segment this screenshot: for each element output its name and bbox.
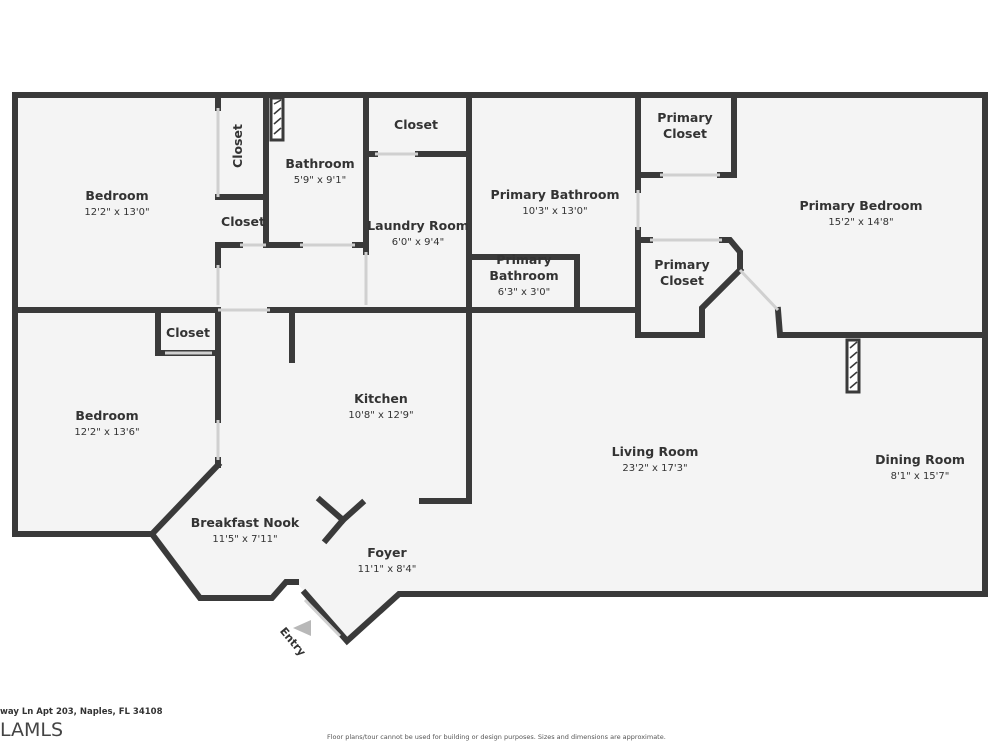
room-name: Closet bbox=[221, 214, 265, 229]
room-name: Closet bbox=[166, 325, 210, 340]
room-name: Foyer bbox=[367, 545, 407, 560]
room-name: Closet bbox=[394, 117, 438, 132]
room-name: Primary bbox=[496, 252, 551, 267]
room-name: Laundry Room bbox=[367, 218, 469, 233]
room-dining: Dining Room 8'1" x 15'7" bbox=[875, 452, 965, 482]
room-name: Living Room bbox=[612, 444, 699, 459]
room-dimensions: 10'3" x 13'0" bbox=[522, 206, 587, 217]
room-kitchen: Kitchen 10'8" x 12'9" bbox=[348, 391, 413, 421]
room-closet-top: Closet bbox=[394, 117, 438, 132]
room-name: Primary bbox=[657, 110, 712, 125]
room-dimensions: 11'5" x 7'11" bbox=[212, 534, 277, 545]
room-dimensions: 6'0" x 9'4" bbox=[392, 237, 444, 248]
room-dimensions: 12'2" x 13'6" bbox=[74, 427, 139, 438]
structural-columns bbox=[269, 96, 861, 394]
room-name: Closet bbox=[230, 124, 245, 168]
disclaimer-text: Floor plans/tour cannot be used for buil… bbox=[327, 733, 666, 741]
room-name: Dining Room bbox=[875, 452, 965, 467]
room-breakfast: Breakfast Nook 11'5" x 7'11" bbox=[191, 515, 300, 545]
address-text: way Ln Apt 203, Naples, FL 34108 bbox=[0, 707, 163, 717]
room-dimensions: 8'1" x 15'7" bbox=[891, 471, 950, 482]
room-dimensions: 10'8" x 12'9" bbox=[348, 410, 413, 421]
room-dimensions: 11'1" x 8'4" bbox=[358, 564, 417, 575]
room-name: Primary Bathroom bbox=[491, 187, 620, 202]
entry-arrow-icon bbox=[293, 620, 311, 636]
room-name: Bedroom bbox=[85, 188, 148, 203]
floor-area bbox=[15, 95, 985, 641]
room-name: Breakfast Nook bbox=[191, 515, 300, 530]
room-name: Bathroom bbox=[285, 156, 354, 171]
room-dimensions: 6'3" x 3'0" bbox=[498, 287, 550, 298]
room-name: Kitchen bbox=[354, 391, 408, 406]
room-dimensions: 5'9" x 9'1" bbox=[294, 175, 346, 186]
brand-logo-text: LAMLS bbox=[0, 719, 64, 741]
room-name: Bedroom bbox=[75, 408, 138, 423]
room-name: Closet bbox=[660, 273, 704, 288]
room-name: Primary bbox=[654, 257, 709, 272]
walls bbox=[12, 92, 988, 646]
room-bedroom-2: Bedroom 12'2" x 13'6" bbox=[74, 408, 139, 438]
door-lines bbox=[165, 108, 780, 638]
room-closet-small: Closet bbox=[221, 214, 265, 229]
room-dimensions: 23'2" x 17'3" bbox=[622, 463, 687, 474]
room-bathroom: Bathroom 5'9" x 9'1" bbox=[285, 156, 354, 186]
room-closet-bed2: Closet bbox=[166, 325, 210, 340]
room-dimensions: 15'2" x 14'8" bbox=[828, 217, 893, 228]
room-primary-bedroom: Primary Bedroom 15'2" x 14'8" bbox=[799, 198, 922, 228]
room-name: Primary Bedroom bbox=[799, 198, 922, 213]
room-bedroom-1: Bedroom 12'2" x 13'0" bbox=[84, 188, 149, 218]
room-name: Bathroom bbox=[489, 268, 558, 283]
room-closet-v: Closet bbox=[230, 124, 245, 168]
room-dimensions: 12'2" x 13'0" bbox=[84, 207, 149, 218]
room-primary-bath: Primary Bathroom 10'3" x 13'0" bbox=[491, 187, 620, 217]
room-laundry: Laundry Room 6'0" x 9'4" bbox=[367, 218, 469, 248]
room-foyer: Foyer 11'1" x 8'4" bbox=[358, 545, 417, 575]
room-living: Living Room 23'2" x 17'3" bbox=[612, 444, 699, 474]
room-name: Closet bbox=[663, 126, 707, 141]
